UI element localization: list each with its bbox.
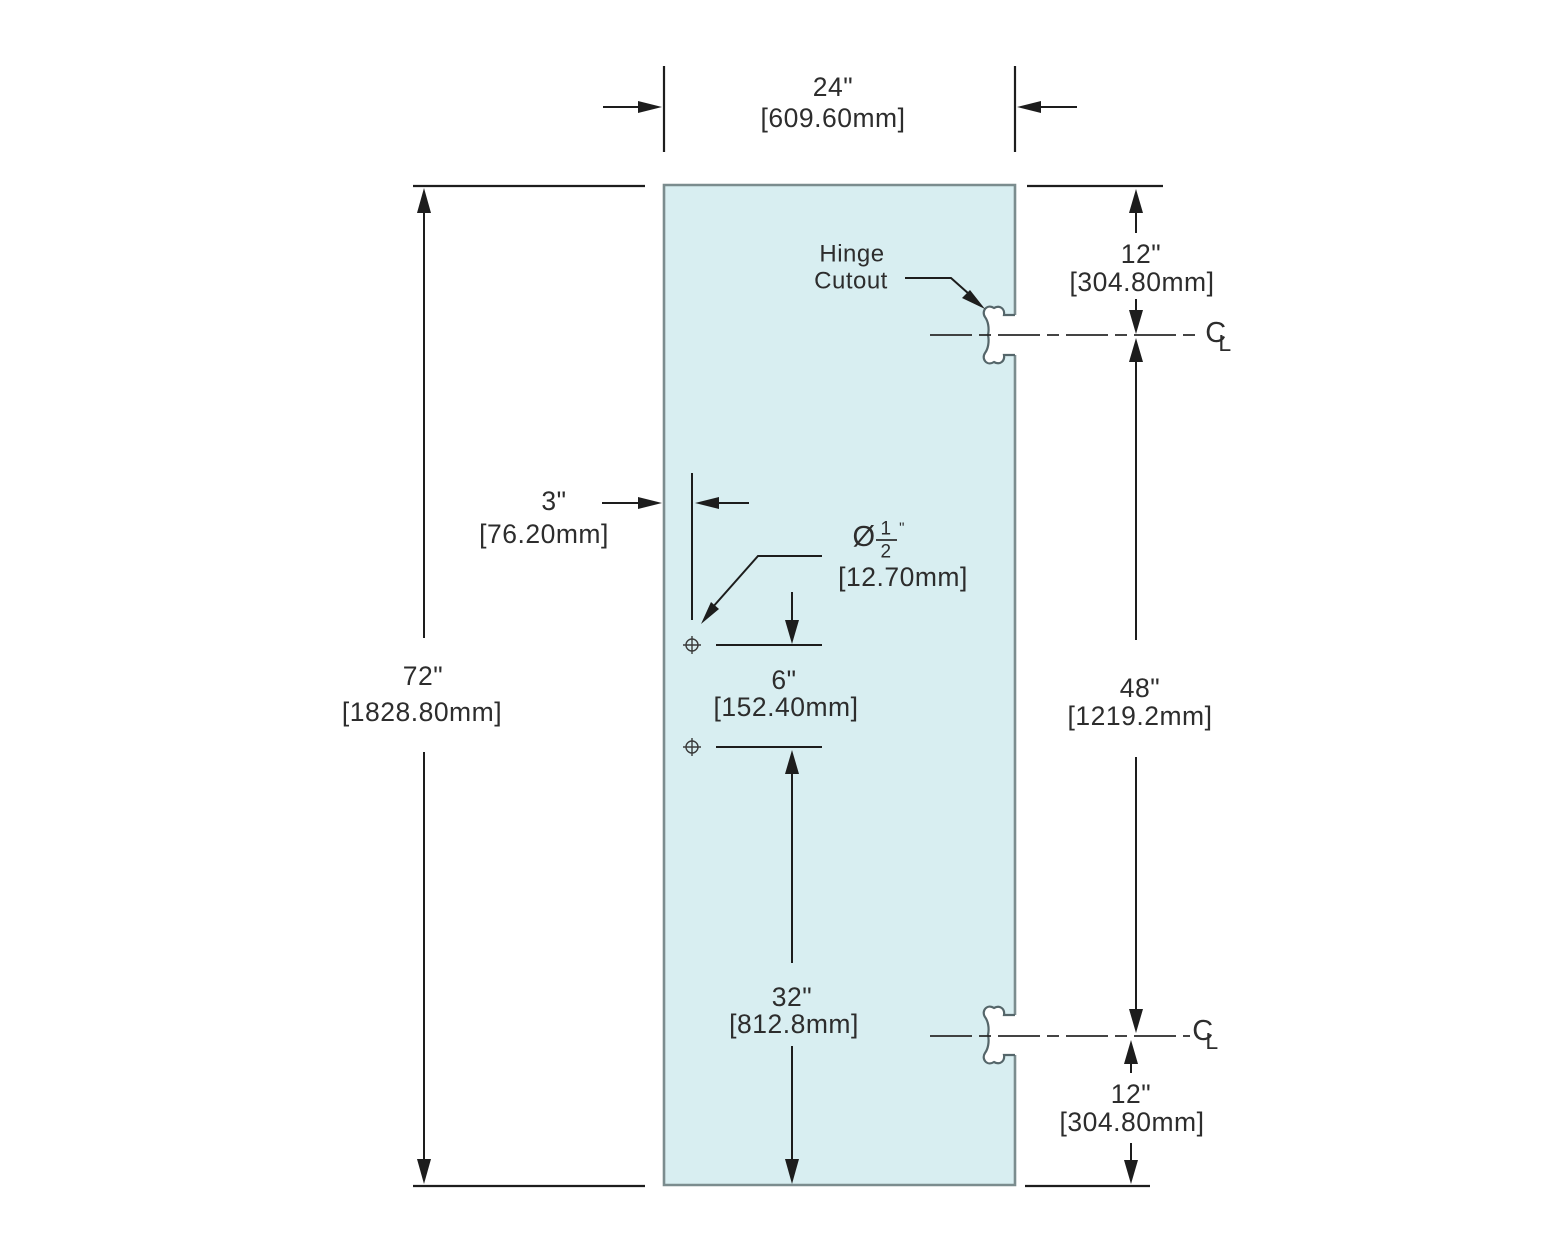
arrowhead-down bbox=[1129, 310, 1143, 334]
centerline-l-glyph: L bbox=[1218, 330, 1231, 356]
arrowhead-down bbox=[1124, 1160, 1138, 1184]
dim-hole-spacing-in: 6" bbox=[771, 665, 796, 695]
dim-hinge-spacing-mm: [1219.2mm] bbox=[1068, 701, 1213, 731]
arrowhead-left bbox=[1017, 101, 1041, 113]
dim-door-width-mm: [609.60mm] bbox=[761, 103, 906, 133]
arrowhead-right bbox=[638, 101, 662, 113]
hole-bottom bbox=[683, 738, 701, 756]
arrowhead-down bbox=[785, 620, 799, 644]
hole-diameter-symbol: Ø bbox=[852, 521, 875, 553]
dim-hole-diameter: Ø 1 2 " [12.70mm] bbox=[701, 519, 968, 624]
dim-hinge-to-bottom-mm: [304.80mm] bbox=[1060, 1107, 1205, 1137]
arrowhead-right bbox=[638, 497, 662, 509]
dim-hinge-to-bottom: 12" [304.80mm] bbox=[1060, 1040, 1205, 1184]
hinge-cutout-label-line1: Hinge bbox=[819, 241, 884, 268]
hinge-cutout-label-line2: Cutout bbox=[814, 268, 888, 295]
dim-top-to-hinge: 12" [304.80mm] bbox=[1070, 189, 1215, 334]
arrowhead-up bbox=[417, 188, 431, 213]
leader-arrowhead bbox=[962, 290, 985, 309]
centerline-c-glyph: C bbox=[1192, 1015, 1213, 1047]
dim-door-height-in: 72" bbox=[403, 661, 443, 691]
door-border bbox=[662, 183, 1017, 1187]
arrowhead-down bbox=[417, 1159, 431, 1184]
centerline-l-glyph: L bbox=[1205, 1028, 1218, 1054]
leader-arrowhead bbox=[701, 602, 719, 624]
arrowhead-up bbox=[1129, 338, 1143, 362]
hinge-cutout-callout: Hinge Cutout bbox=[814, 241, 985, 309]
dim-top-to-hinge-in: 12" bbox=[1121, 239, 1161, 269]
arrowhead-up bbox=[1129, 189, 1143, 213]
dim-door-width-in: 24" bbox=[813, 72, 853, 102]
centerline-symbol-top: C L bbox=[1205, 317, 1231, 356]
arrowhead-up bbox=[785, 750, 799, 774]
leader-line bbox=[711, 555, 822, 609]
arrowhead-up bbox=[1124, 1040, 1138, 1064]
dim-edge-to-holes-mm: [76.20mm] bbox=[479, 519, 609, 549]
dim-hole-spacing-mm: [152.40mm] bbox=[714, 692, 859, 722]
centerline-symbol-bottom: C L bbox=[1192, 1015, 1218, 1054]
dim-hinge-to-bottom-in: 12" bbox=[1111, 1079, 1151, 1109]
dim-holes-to-bottom: 32" [812.8mm] bbox=[729, 750, 859, 1184]
centerline-c-glyph: C bbox=[1205, 317, 1226, 349]
dim-holes-to-bottom-mm: [812.8mm] bbox=[729, 1009, 859, 1039]
dim-hole-spacing: 6" [152.40mm] bbox=[714, 592, 859, 722]
arrowhead-down bbox=[785, 1159, 799, 1184]
dim-door-height-mm: [1828.80mm] bbox=[342, 697, 502, 727]
dim-edge-to-holes-in: 3" bbox=[541, 486, 566, 516]
hole-diameter-unit: " bbox=[899, 520, 905, 537]
dim-hole-diameter-mm: [12.70mm] bbox=[838, 562, 968, 592]
dim-edge-to-holes: 3" [76.20mm] bbox=[479, 473, 749, 620]
dim-hinge-spacing-in: 48" bbox=[1120, 673, 1160, 703]
arrowhead-down bbox=[1129, 1009, 1143, 1033]
leader-line bbox=[905, 277, 970, 295]
dim-door-width: 24" [609.60mm] bbox=[603, 72, 1077, 133]
hole-top bbox=[683, 636, 701, 654]
door-panel bbox=[664, 185, 1015, 1185]
arrowhead-left bbox=[695, 497, 719, 509]
hole-diameter-numerator: 1 bbox=[880, 519, 891, 540]
dim-hinge-spacing: 48" [1219.2mm] bbox=[1068, 338, 1213, 1033]
dim-door-height: 72" [1828.80mm] bbox=[342, 188, 502, 1184]
hole-diameter-denominator: 2 bbox=[880, 542, 891, 563]
dim-top-to-hinge-mm: [304.80mm] bbox=[1070, 267, 1215, 297]
dim-holes-to-bottom-in: 32" bbox=[772, 982, 812, 1012]
hinge-cutout-bottom bbox=[982, 1005, 1017, 1065]
